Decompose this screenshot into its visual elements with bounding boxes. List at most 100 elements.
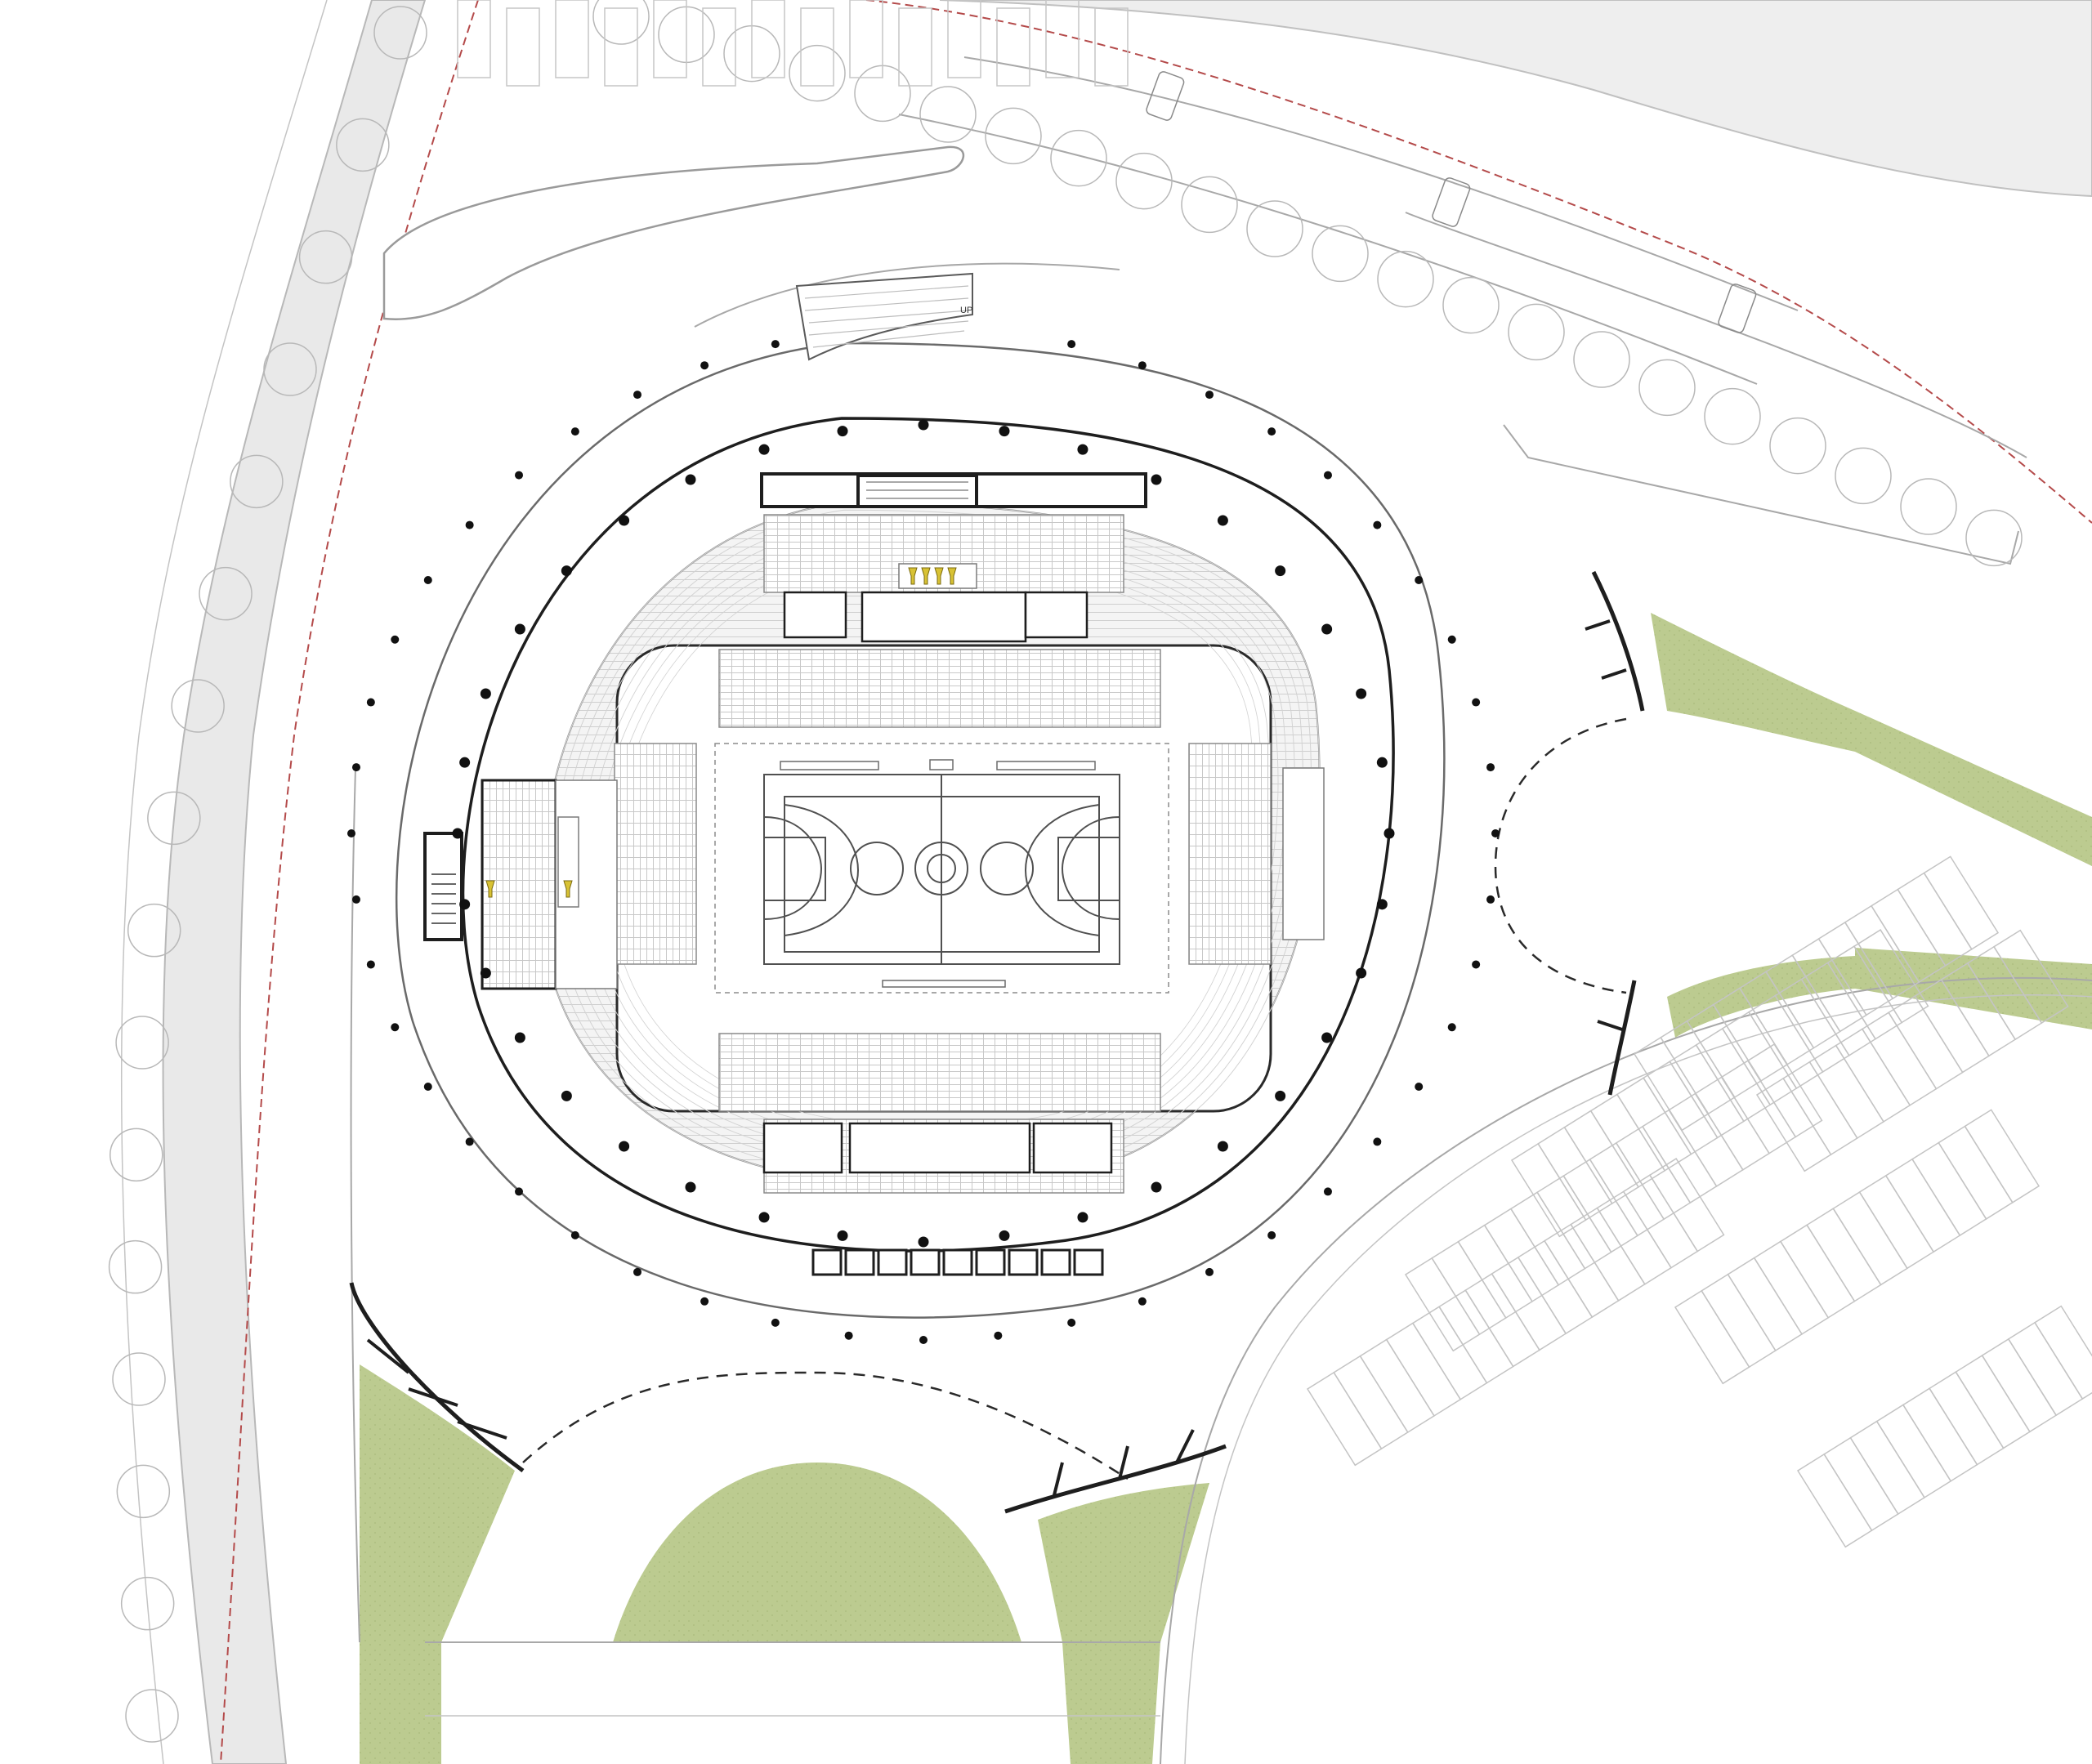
tree-canopy-icon bbox=[1115, 152, 1173, 210]
parking-bay bbox=[1923, 855, 2000, 950]
column-dot bbox=[561, 1090, 572, 1101]
column-dot bbox=[351, 763, 360, 772]
tree-canopy-icon-row-west bbox=[108, 6, 427, 1743]
column-dot bbox=[994, 1331, 1003, 1340]
parking-bay bbox=[1746, 1043, 1823, 1138]
tree-canopy-icon bbox=[1377, 250, 1434, 308]
canopy-rib bbox=[366, 1338, 410, 1374]
dropoff-arcs bbox=[522, 717, 1627, 1480]
column-dot bbox=[480, 967, 491, 979]
north-service-block bbox=[760, 472, 1147, 589]
column-dot bbox=[1373, 520, 1382, 529]
column-dot bbox=[685, 1181, 696, 1193]
west-service-block bbox=[423, 779, 618, 990]
tree-canopy-icon bbox=[298, 230, 353, 284]
column-dot bbox=[918, 1236, 929, 1248]
canopy-rib bbox=[1175, 1429, 1195, 1463]
parking-bay bbox=[2033, 1305, 2092, 1400]
column-dot bbox=[758, 1212, 770, 1223]
kiosk bbox=[811, 1248, 843, 1276]
column-dot-grid bbox=[347, 340, 1500, 1344]
column-dot bbox=[1267, 427, 1276, 436]
tree-canopy-icon bbox=[789, 44, 846, 102]
parking-bay bbox=[849, 0, 883, 78]
column-dot bbox=[459, 757, 471, 768]
entrance-ramp: UP bbox=[795, 272, 973, 361]
canopy-rib bbox=[457, 1420, 507, 1440]
parking-row bbox=[1404, 1043, 1823, 1352]
parking-bay bbox=[506, 7, 540, 87]
parking-bay bbox=[800, 7, 834, 87]
parking-bay bbox=[555, 0, 589, 78]
tree-canopy-icon bbox=[108, 1239, 163, 1294]
column-dot bbox=[1323, 1187, 1332, 1196]
ramp-up-label: UP bbox=[960, 306, 972, 315]
tree-canopy-icon bbox=[115, 1016, 169, 1070]
column-dot bbox=[1151, 1181, 1162, 1193]
column-dot bbox=[844, 1331, 853, 1340]
car-icon bbox=[1432, 177, 1471, 227]
column-dot bbox=[1383, 828, 1395, 839]
parking-bay bbox=[751, 0, 785, 78]
kiosk bbox=[942, 1248, 973, 1276]
kiosk bbox=[1040, 1248, 1071, 1276]
tree-canopy-icon bbox=[1704, 387, 1761, 445]
parking-bay bbox=[947, 0, 981, 78]
column-dot bbox=[633, 391, 641, 400]
column-dot bbox=[619, 515, 630, 526]
tree-canopy-icon bbox=[1835, 447, 1892, 505]
tree-canopy-icon bbox=[127, 903, 181, 958]
parking-row bbox=[1633, 855, 2000, 1132]
column-dot bbox=[1486, 763, 1495, 772]
canopy-rib bbox=[1601, 668, 1627, 680]
parking-row bbox=[1674, 1109, 2041, 1385]
tree-canopy-icon bbox=[1312, 225, 1369, 283]
stair-icon bbox=[431, 873, 456, 924]
column-dot bbox=[459, 899, 471, 910]
column-dot bbox=[1486, 895, 1495, 904]
basketball-court bbox=[714, 743, 1169, 994]
column-dot bbox=[1217, 1141, 1228, 1152]
column-dot bbox=[1323, 471, 1332, 480]
column-dot bbox=[685, 474, 696, 485]
tree-canopy-icon bbox=[171, 679, 225, 733]
west-road bbox=[120, 0, 479, 1764]
tree-canopy-icon bbox=[1900, 478, 1957, 535]
east-room bbox=[1282, 767, 1325, 940]
kiosk bbox=[877, 1248, 908, 1276]
tree-canopy-icon bbox=[1181, 176, 1238, 234]
column-dot bbox=[366, 698, 375, 707]
parking-bay bbox=[1045, 0, 1080, 78]
column-dot bbox=[700, 1297, 709, 1306]
column-dot bbox=[465, 1137, 474, 1146]
column-dot bbox=[1321, 1032, 1333, 1043]
parking-bay bbox=[653, 0, 687, 78]
tree-canopy-icon bbox=[919, 86, 977, 143]
parking-row bbox=[1755, 929, 2069, 1172]
column-dot bbox=[1373, 1137, 1382, 1146]
tree-canopy-icon bbox=[1638, 359, 1696, 417]
kiosk bbox=[1073, 1248, 1104, 1276]
column-dot bbox=[351, 895, 360, 904]
column-dot bbox=[1447, 1023, 1456, 1032]
column-dot bbox=[1205, 391, 1214, 400]
column-dot bbox=[1205, 1267, 1214, 1276]
column-dot bbox=[570, 1230, 579, 1239]
column-dot bbox=[570, 427, 579, 436]
column-dot bbox=[1376, 757, 1388, 768]
parking-bay bbox=[702, 7, 736, 87]
column-dot bbox=[561, 565, 572, 577]
tree-canopy-icon bbox=[1508, 303, 1565, 361]
tree-canopy-icon bbox=[336, 118, 390, 172]
column-dot bbox=[1447, 635, 1456, 644]
parking-bay bbox=[1964, 1109, 2041, 1204]
column-dot bbox=[1415, 576, 1424, 584]
column-dot bbox=[1077, 1212, 1088, 1223]
kiosk bbox=[910, 1248, 941, 1276]
column-dot bbox=[837, 1230, 848, 1241]
column-dot bbox=[999, 1230, 1010, 1241]
column-dot bbox=[837, 426, 848, 437]
tree-canopy-icon bbox=[116, 1464, 171, 1519]
tree-canopy-icon bbox=[592, 0, 650, 45]
dropoff-island bbox=[382, 145, 965, 320]
